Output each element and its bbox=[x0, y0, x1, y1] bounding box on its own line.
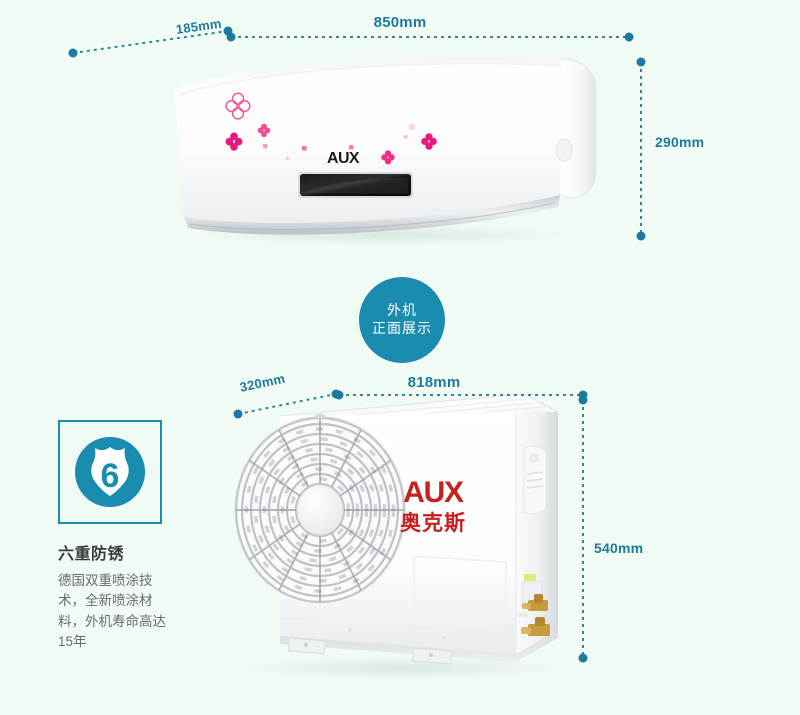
indoor-width-dimension bbox=[226, 32, 634, 42]
feature-block: 6 六重防锈 德国双重喷涂技术，全新喷涂材料，外机寿命高达15年 bbox=[58, 420, 183, 652]
outdoor-height-label: 540mm bbox=[594, 540, 644, 556]
badge-line-1: 外机 bbox=[387, 302, 417, 319]
feature-title: 六重防锈 bbox=[58, 546, 125, 563]
rust-proof-icon-number: 6 bbox=[101, 457, 120, 495]
outdoor-width-dimension bbox=[334, 390, 588, 400]
badge-line-2: 正面展示 bbox=[372, 320, 432, 336]
indoor-height-label: 290mm bbox=[655, 134, 705, 150]
flower-decal-group bbox=[225, 92, 437, 165]
fan-grille bbox=[233, 413, 407, 605]
indoor-height-dimension bbox=[636, 57, 646, 241]
outdoor-brand-logo-cn: 奥克斯 bbox=[400, 511, 466, 535]
rust-proof-icon-frame: 6 bbox=[58, 420, 162, 524]
indoor-display-panel bbox=[298, 172, 413, 198]
feature-description: 德国双重喷涂技术，全新喷涂材料，外机寿命高达15年 bbox=[58, 573, 166, 649]
outdoor-unit-illustration: AUX 奥克斯 bbox=[233, 393, 568, 680]
outdoor-front-view-badge: 外机 正面展示 bbox=[359, 277, 445, 363]
indoor-width-label: 850mm bbox=[373, 14, 427, 31]
outdoor-height-dimension bbox=[578, 395, 588, 663]
indoor-unit-illustration: AUX bbox=[174, 56, 597, 245]
service-valves bbox=[517, 594, 550, 636]
indoor-brand-logo: AUX bbox=[327, 150, 360, 167]
outdoor-width-label: 818mm bbox=[407, 374, 461, 391]
outdoor-brand-logo: AUX 奥克斯 bbox=[400, 476, 466, 535]
outdoor-valve-cover bbox=[523, 445, 547, 515]
shield-badge-icon: 6 bbox=[75, 437, 145, 507]
outdoor-brand-logo-en: AUX bbox=[403, 476, 464, 509]
